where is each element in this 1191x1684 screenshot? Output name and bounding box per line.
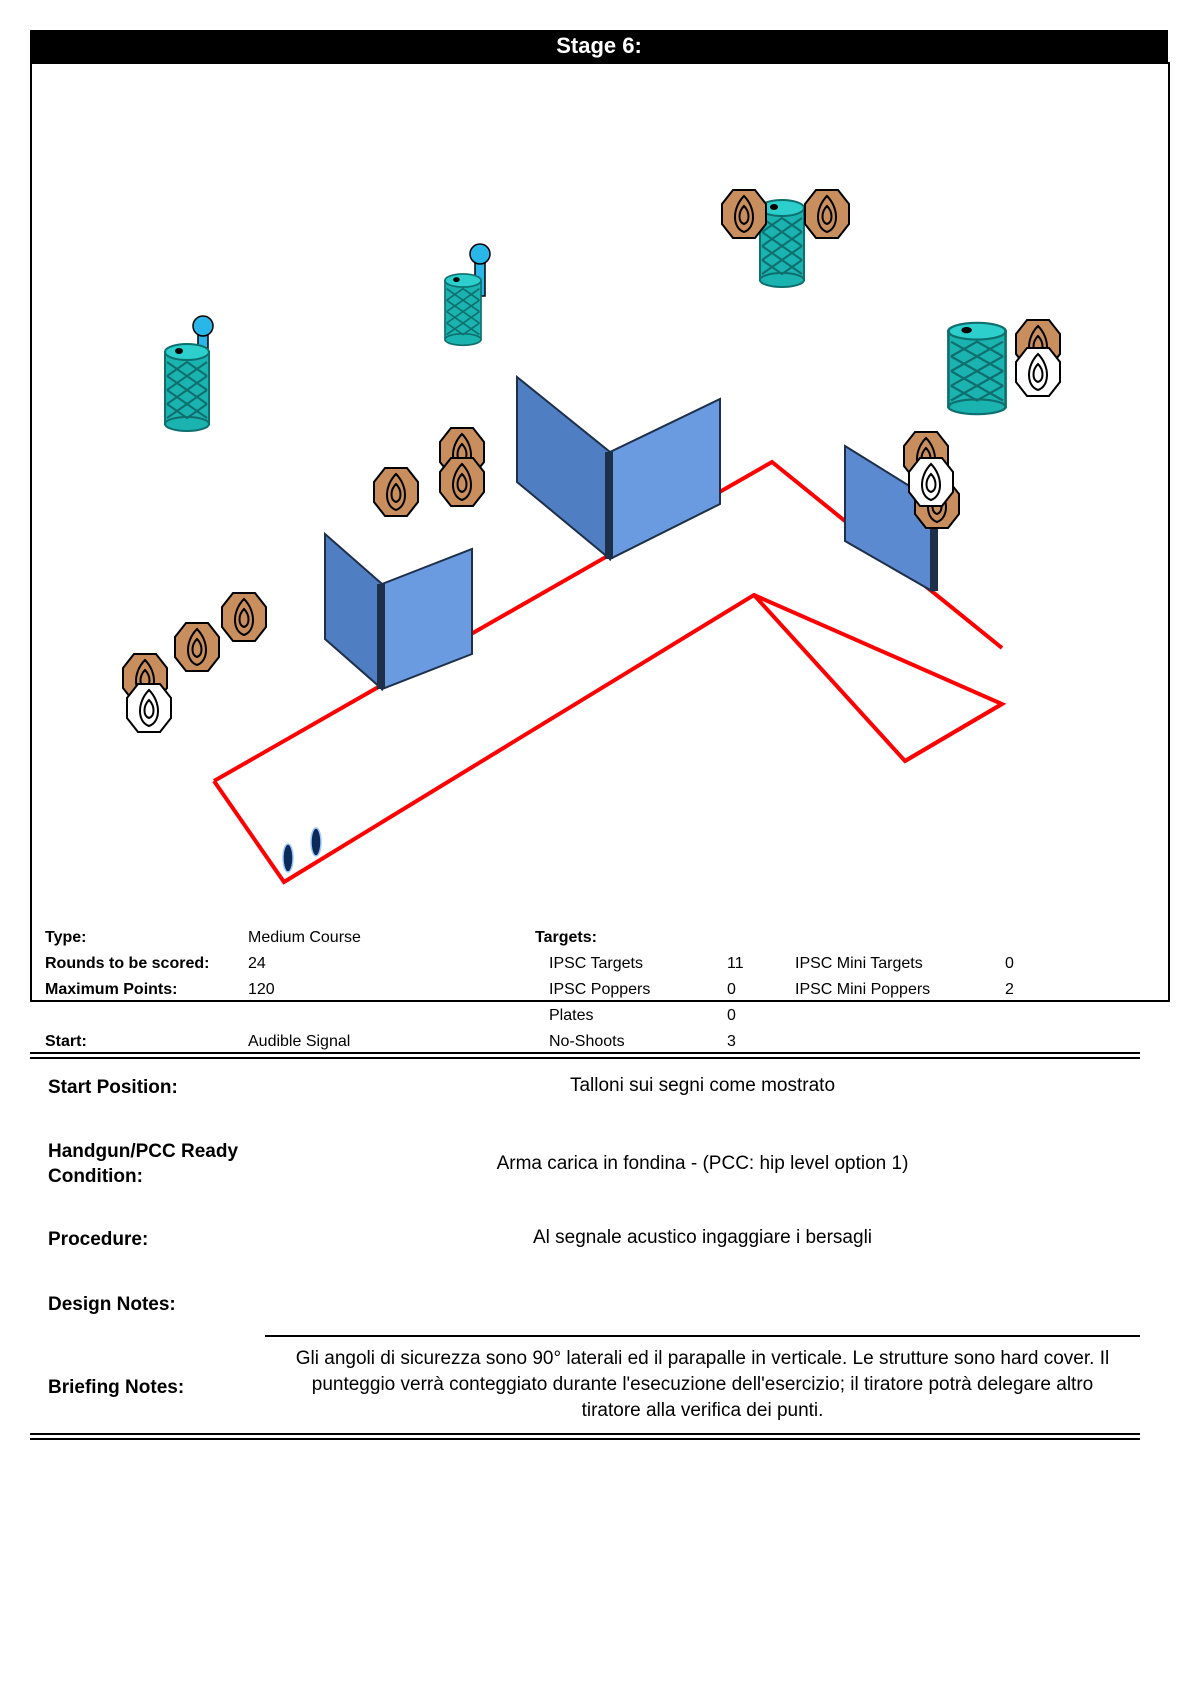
- rounds-value: 24: [248, 955, 266, 972]
- start-value: Audible Signal: [248, 1033, 351, 1050]
- procedure-label: Procedure:: [48, 1229, 149, 1250]
- mini-target-value: 0: [1005, 955, 1014, 972]
- procedure-value: Al segnale acustico ingaggiare i bersagl…: [532, 1227, 873, 1248]
- section-divider: [30, 1052, 1140, 1059]
- bottom-divider: [30, 1433, 1140, 1440]
- mini-target-value: 2: [1005, 981, 1014, 998]
- rounds-label: Rounds to be scored:: [45, 955, 210, 972]
- start-position-label: Start Position:: [48, 1077, 178, 1098]
- target-type-value: 3: [727, 1033, 736, 1050]
- wall-icon: [324, 374, 938, 692]
- type-value: Medium Course: [248, 929, 361, 946]
- heel-mark-icon: [282, 827, 322, 873]
- target-type-value: 0: [727, 1007, 736, 1024]
- target-type-label: IPSC Targets: [549, 955, 643, 972]
- target-type-label: No-Shoots: [549, 1033, 625, 1050]
- points-value: 120: [248, 981, 275, 998]
- briefing-notes-line-3: tiratore alla verifica dei punti.: [581, 1400, 824, 1421]
- design-notes-label: Design Notes:: [48, 1294, 176, 1315]
- briefing-notes-line-2: punteggio verrà conteggiato durante l'es…: [311, 1374, 1094, 1395]
- target-type-label: IPSC Poppers: [549, 981, 651, 998]
- points-label: Maximum Points:: [45, 981, 178, 998]
- start-position-value: Talloni sui segni come mostrato: [569, 1075, 836, 1096]
- target-type-value: 11: [727, 955, 744, 972]
- stage-diagram: [30, 62, 1170, 1002]
- start-label: Start:: [45, 1033, 87, 1050]
- briefing-notes-label: Briefing Notes:: [48, 1377, 185, 1398]
- targets-label: Targets:: [535, 929, 597, 946]
- target-type-label: Plates: [549, 1007, 594, 1024]
- type-label: Type:: [45, 929, 87, 946]
- ready-condition-label-line2: Condition:: [48, 1166, 143, 1187]
- ready-condition-value: Arma carica in fondina - (PCC: hip level…: [496, 1153, 909, 1174]
- ready-condition-label-line1: Handgun/PCC Ready: [48, 1141, 239, 1162]
- mini-target-label: IPSC Mini Poppers: [795, 981, 931, 998]
- barrel-icon: [164, 199, 1007, 432]
- stage-diagram-svg: [122, 189, 1061, 885]
- stage-title-bar: Stage 6:: [30, 30, 1168, 62]
- notes-divider: [265, 1335, 1140, 1337]
- mini-target-label: IPSC Mini Targets: [795, 955, 923, 972]
- target-type-value: 0: [727, 981, 736, 998]
- stage-title: Stage 6:: [556, 33, 642, 58]
- briefing-notes-line-1: Gli angoli di sicurezza sono 90° lateral…: [295, 1348, 1110, 1369]
